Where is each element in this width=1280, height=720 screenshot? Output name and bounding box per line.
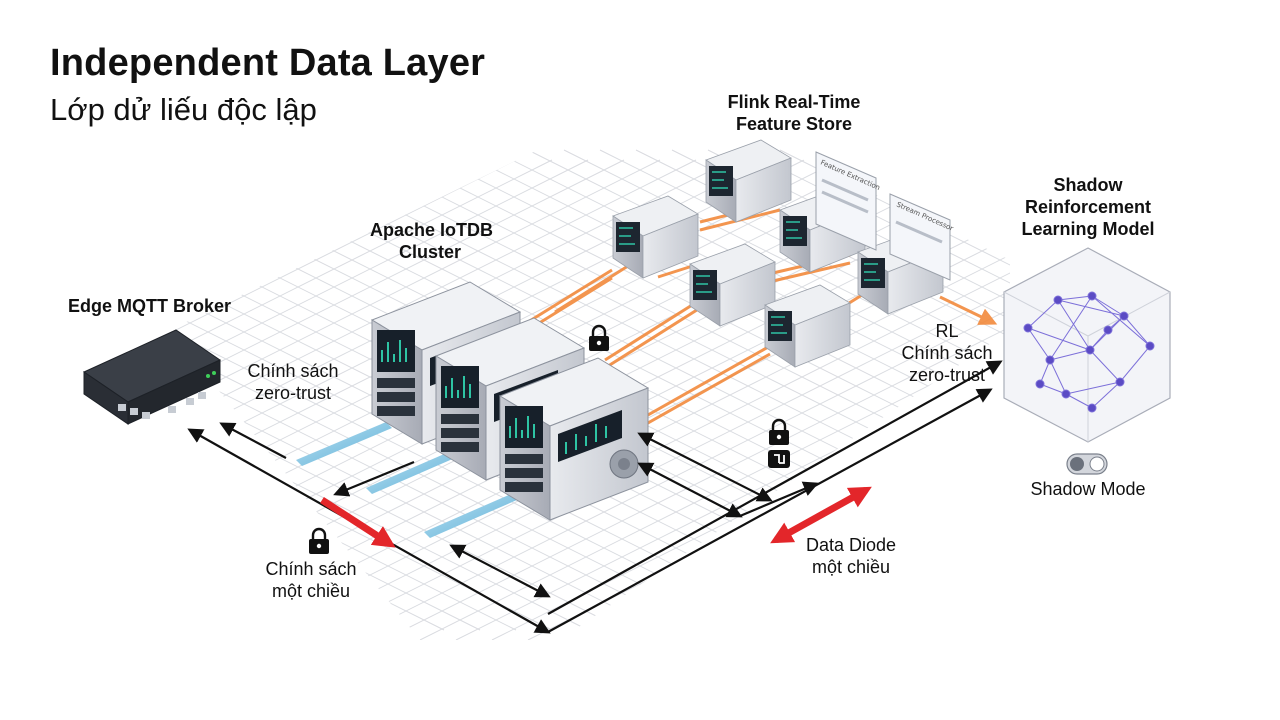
zero-trust-left-label: Chính sách zero-trust [238, 360, 348, 404]
shadow-rl-label-line-2: Reinforcement [1024, 197, 1152, 217]
zero-trust-left-line-2: zero-trust [254, 383, 332, 403]
zero-trust-right-label: RL Chính sách zero-trust [892, 320, 1002, 386]
zero-trust-right-line-3: zero-trust [908, 365, 986, 385]
zero-trust-left-line-1: Chính sách [247, 361, 339, 381]
edge-broker-label: Edge MQTT Broker [68, 296, 232, 316]
data-diode-arrows [320, 486, 872, 548]
shadow-rl-label-line-3: Learning Model [1021, 219, 1155, 239]
one-way-policy-label: Chính sách một chiều [256, 558, 366, 602]
iotdb-label-line-1: Apache IoTDB [370, 220, 494, 240]
hexagon-cube-icon [1003, 247, 1171, 443]
one-way-policy-line-2: một chiều [271, 581, 351, 601]
flink-label-line-2: Feature Store [735, 114, 853, 134]
one-way-policy-line-1: Chính sách [265, 559, 357, 579]
lock-icon [309, 527, 329, 554]
diode-switch-icon [768, 450, 790, 468]
edge-broker-device [82, 329, 222, 425]
feature-panel: Feature Extraction [815, 151, 881, 251]
data-diode-label: Data Diode một chiều [796, 534, 906, 578]
shadow-mode-toggle[interactable] [1066, 453, 1108, 475]
flink-label-line-1: Flink Real-Time [727, 92, 861, 112]
page-title: Independent Data Layer [50, 42, 486, 84]
shadow-rl-label-line-1: Shadow [1053, 175, 1123, 195]
black-arrows [187, 360, 1003, 634]
lock-icon [769, 418, 789, 445]
data-diode-line-2: một chiều [811, 557, 891, 577]
iotdb-label: Apache IoTDB Cluster [370, 219, 494, 263]
flink-label: Flink Real-Time Feature Store [716, 91, 872, 135]
flink-server [764, 284, 851, 368]
data-diode-line-1: Data Diode [805, 535, 897, 555]
shadow-mode-label: Shadow Mode [1030, 479, 1146, 499]
flink-server [705, 139, 792, 223]
zero-trust-right-line-1: RL [935, 321, 959, 341]
zero-trust-right-line-2: Chính sách [901, 343, 993, 363]
iotdb-cluster [370, 281, 650, 521]
flink-server [689, 243, 776, 327]
neural-network-icon [1023, 291, 1155, 413]
flink-server [612, 195, 699, 279]
shadow-rl-label: Shadow Reinforcement Learning Model [1010, 174, 1166, 240]
iotdb-label-line-2: Cluster [398, 242, 461, 262]
page-subtitle: Lớp dử liếu độc lập [50, 92, 317, 127]
lock-icon [589, 324, 609, 351]
